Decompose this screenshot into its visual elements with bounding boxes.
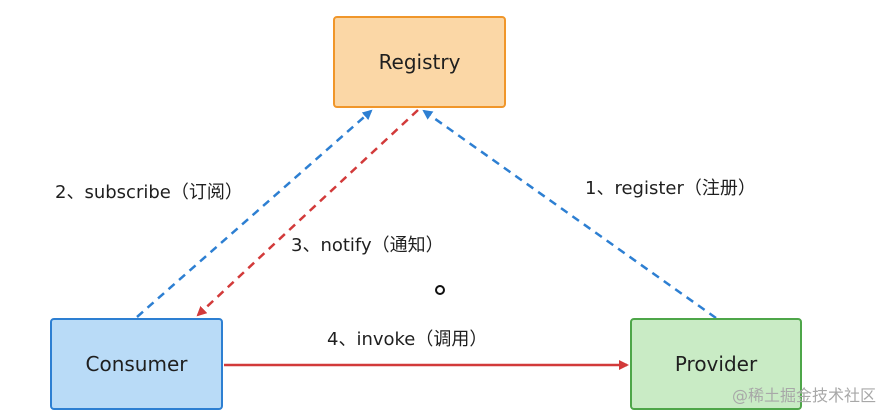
register-arrow [422,109,717,320]
registry-node: Registry [333,16,506,108]
consumer-label: Consumer [85,352,188,376]
notify-arrow [196,109,419,317]
provider-node: Provider [630,318,802,410]
cursor-icon [435,285,445,295]
register-edge-label: 1、register（注册） [585,178,756,199]
subscribe-arrow [136,109,373,318]
subscribe-edge-label: 2、subscribe（订阅） [55,182,243,203]
invoke-edge-label: 4、invoke（调用） [327,329,488,350]
provider-label: Provider [674,352,758,376]
consumer-node: Consumer [50,318,223,410]
notify-edge-label: 3、notify（通知） [291,235,444,256]
watermark-text: @稀土掘金技术社区 [731,386,876,405]
registry-label: Registry [378,50,461,74]
